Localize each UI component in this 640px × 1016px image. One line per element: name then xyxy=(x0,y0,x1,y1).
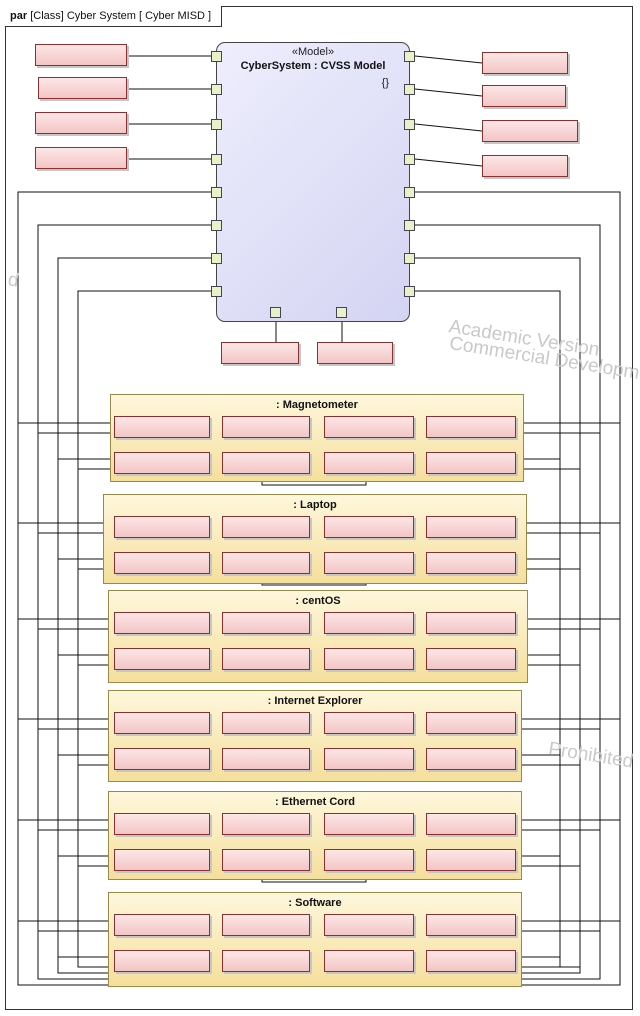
part-0-row2-box-0[interactable] xyxy=(114,452,210,474)
model-constraint: {} xyxy=(381,77,389,89)
part-2-row2-box-2[interactable] xyxy=(324,648,414,670)
model-port-left-3[interactable] xyxy=(211,154,222,165)
model-port-left-4[interactable] xyxy=(211,187,222,198)
model-port-left-2[interactable] xyxy=(211,119,222,130)
model-port-right-5[interactable] xyxy=(404,220,415,231)
model-port-right-4[interactable] xyxy=(404,187,415,198)
model-port-right-1[interactable] xyxy=(404,84,415,95)
wire-right-local-2 xyxy=(414,123,483,132)
part-5[interactable]: : Software xyxy=(108,892,522,987)
part-4-row2-box-2[interactable] xyxy=(324,849,414,871)
model-port-right-7[interactable] xyxy=(404,286,415,297)
part-2-row1-box-0[interactable] xyxy=(114,612,210,634)
part-2-row2-box-3[interactable] xyxy=(426,648,516,670)
part-2-row1-box-2[interactable] xyxy=(324,612,414,634)
part-1-row1-box-0[interactable] xyxy=(114,516,210,538)
part-4-row2-box-0[interactable] xyxy=(114,849,210,871)
model-port-score[interactable] xyxy=(336,307,347,318)
part-3-row1-box-1[interactable] xyxy=(222,712,310,734)
model-port-left-0[interactable] xyxy=(211,51,222,62)
part-5-row1-box-0[interactable] xyxy=(114,914,210,936)
model-port-right-3[interactable] xyxy=(404,154,415,165)
left-input-box-1[interactable] xyxy=(38,77,127,99)
part-3-row1-box-3[interactable] xyxy=(426,712,516,734)
part-title-3: : Internet Explorer xyxy=(267,695,363,707)
model-port-left-7[interactable] xyxy=(211,286,222,297)
right-input-box-3[interactable] xyxy=(482,155,568,177)
part-5-row2-box-2[interactable] xyxy=(324,950,414,972)
part-title-1: : Laptop xyxy=(293,499,337,511)
part-4-row1-box-1[interactable] xyxy=(222,813,310,835)
model-port-left-5[interactable] xyxy=(211,220,222,231)
part-1-row2-box-2[interactable] xyxy=(324,552,414,574)
part-3-row2-box-3[interactable] xyxy=(426,748,516,770)
part-3-row1-box-0[interactable] xyxy=(114,712,210,734)
part-1-row2-box-1[interactable] xyxy=(222,552,310,574)
score-output-box[interactable] xyxy=(317,342,393,364)
diagram-frame xyxy=(5,6,633,1010)
part-0-row1-box-0[interactable] xyxy=(114,416,210,438)
right-input-box-1[interactable] xyxy=(482,85,566,107)
part-1-row1-box-1[interactable] xyxy=(222,516,310,538)
part-2-row2-box-0[interactable] xyxy=(114,648,210,670)
part-2-row1-box-3[interactable] xyxy=(426,612,516,634)
part-4-row2-box-1[interactable] xyxy=(222,849,310,871)
part-4-row1-box-0[interactable] xyxy=(114,813,210,835)
frame-label: [Class] Cyber System [ Cyber MISD ] xyxy=(30,10,212,22)
model-title: CyberSystem : CVSS Model xyxy=(240,60,386,72)
left-input-box-3[interactable] xyxy=(35,147,127,169)
part-0-row2-box-2[interactable] xyxy=(324,452,414,474)
part-title-5: : Software xyxy=(288,897,342,909)
part-1-row1-box-3[interactable] xyxy=(426,516,516,538)
part-title-0: : Magnetometer xyxy=(276,399,358,411)
diagram-frame-tab: par [Class] Cyber System [ Cyber MISD ] xyxy=(5,6,223,27)
right-input-box-0[interactable] xyxy=(482,52,568,74)
part-0-row1-box-1[interactable] xyxy=(222,416,310,438)
part-title-4: : Ethernet Cord xyxy=(274,796,356,808)
part-2-row2-box-1[interactable] xyxy=(222,648,310,670)
part-title-2: : centOS xyxy=(295,595,341,607)
part-3-row1-box-2[interactable] xyxy=(324,712,414,734)
model-port-left-1[interactable] xyxy=(211,84,222,95)
model-port-vs[interactable] xyxy=(270,307,281,318)
part-5-row2-box-3[interactable] xyxy=(426,950,516,972)
part-4-row1-box-2[interactable] xyxy=(324,813,414,835)
right-input-box-2[interactable] xyxy=(482,120,578,142)
part-0-row2-box-1[interactable] xyxy=(222,452,310,474)
part-3-row2-box-1[interactable] xyxy=(222,748,310,770)
part-3-row2-box-2[interactable] xyxy=(324,748,414,770)
left-input-box-2[interactable] xyxy=(35,112,127,134)
model-port-right-6[interactable] xyxy=(404,253,415,264)
vs-output-box[interactable] xyxy=(221,342,299,364)
cvss-model-block[interactable]: «Model» CyberSystem : CVSS Model {} xyxy=(216,42,410,322)
model-port-left-6[interactable] xyxy=(211,253,222,264)
model-port-right-0[interactable] xyxy=(404,51,415,62)
part-1-row2-box-0[interactable] xyxy=(114,552,210,574)
part-2-row1-box-1[interactable] xyxy=(222,612,310,634)
wire-right-local-0 xyxy=(414,55,483,64)
part-3-row2-box-0[interactable] xyxy=(114,748,210,770)
part-1-row2-box-3[interactable] xyxy=(426,552,516,574)
part-5-row1-box-2[interactable] xyxy=(324,914,414,936)
left-input-box-0[interactable] xyxy=(35,44,127,66)
frame-kind: par xyxy=(10,10,28,22)
part-1-row1-box-2[interactable] xyxy=(324,516,414,538)
part-5-row2-box-1[interactable] xyxy=(222,950,310,972)
wire-right-local-3 xyxy=(414,158,483,167)
part-5-row1-box-1[interactable] xyxy=(222,914,310,936)
part-4-row1-box-3[interactable] xyxy=(426,813,516,835)
part-5-row1-box-3[interactable] xyxy=(426,914,516,936)
part-0-row2-box-3[interactable] xyxy=(426,452,516,474)
model-port-right-2[interactable] xyxy=(404,119,415,130)
part-4-row2-box-3[interactable] xyxy=(426,849,516,871)
part-5-row2-box-0[interactable] xyxy=(114,950,210,972)
model-stereotype: «Model» xyxy=(291,46,335,58)
part-0-row1-box-2[interactable] xyxy=(324,416,414,438)
part-0-row1-box-3[interactable] xyxy=(426,416,516,438)
wire-right-local-1 xyxy=(414,88,483,97)
